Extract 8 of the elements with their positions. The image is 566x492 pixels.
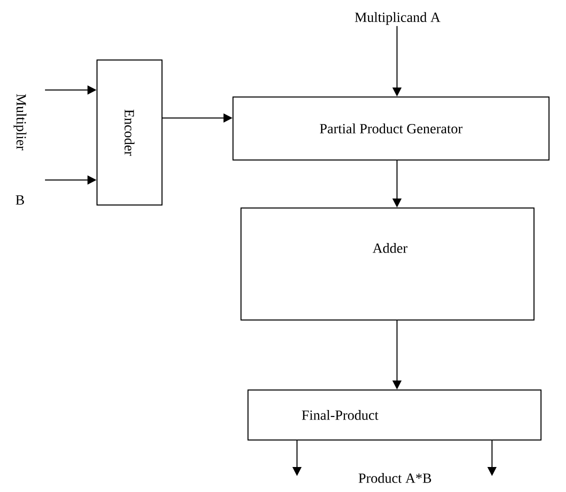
input-label: Multiplicand A bbox=[354, 12, 440, 25]
process-box: Encoder bbox=[96, 60, 162, 206]
label: B bbox=[16, 195, 24, 205]
process-box: Adder bbox=[240, 208, 534, 320]
process-box: Final-Product bbox=[248, 390, 542, 440]
process-box: Partial Product Generator bbox=[232, 96, 550, 160]
label: Product A*B bbox=[358, 473, 432, 483]
label: Multiplier bbox=[14, 94, 26, 150]
